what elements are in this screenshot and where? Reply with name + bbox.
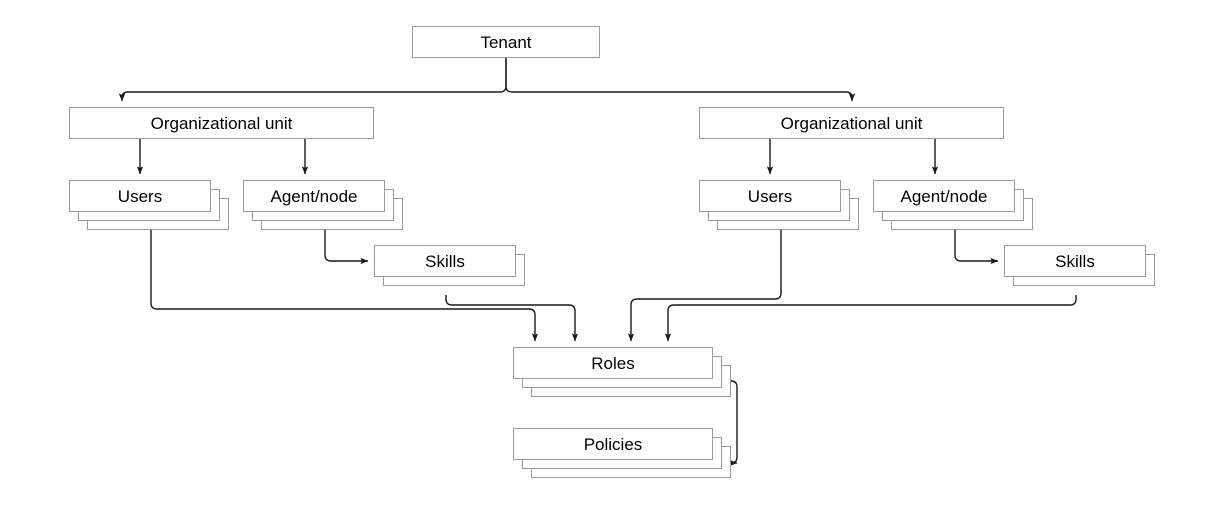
node-users-right-sheet-front: [699, 180, 841, 212]
node-org-unit-right[interactable]: Organizational unit: [699, 107, 1022, 157]
edge-tenant-to-org-unit-right: [505, 58, 856, 102]
node-policies-label: Policies: [583, 434, 643, 454]
node-skills-left-label: Skills: [425, 251, 465, 271]
node-skills-left-sheet-front: [374, 245, 516, 277]
node-users-left[interactable]: Users: [69, 180, 247, 248]
node-skills-right-sheet-front: [1004, 245, 1146, 277]
node-policies-sheet-front: [513, 428, 713, 460]
node-agent-node-right[interactable]: Agent/node: [873, 180, 1051, 248]
node-skills-right[interactable]: Skills: [1004, 245, 1173, 304]
edge-agent-node-right-to-skills-right: [954, 230, 999, 265]
edge-users-left-to-roles: [150, 230, 539, 342]
node-skills-right-label: Skills: [1055, 251, 1095, 271]
node-users-right[interactable]: Users: [699, 180, 877, 248]
node-tenant-label: Tenant: [480, 32, 532, 52]
node-org-unit-left[interactable]: Organizational unit: [69, 107, 392, 157]
edge-skills-right-to-roles: [664, 295, 1077, 342]
edge-agent-node-left-to-skills-left: [324, 230, 369, 265]
node-org-unit-left-sheet-front: [69, 107, 374, 139]
node-policies[interactable]: Policies: [513, 428, 749, 496]
node-agent-node-left[interactable]: Agent/node: [243, 180, 421, 248]
node-roles-label: Roles: [591, 353, 635, 373]
node-agent-node-left-label: Agent/node: [270, 186, 358, 206]
node-agent-node-right-label: Agent/node: [900, 186, 988, 206]
node-org-unit-left-label: Organizational unit: [150, 113, 293, 133]
edge-users-right-to-roles: [627, 230, 782, 342]
node-tenant[interactable]: Tenant: [412, 26, 618, 76]
node-users-left-label: Users: [117, 186, 163, 206]
edge-skills-left-to-roles: [445, 295, 579, 342]
node-agent-node-left-sheet-front: [243, 180, 385, 212]
node-org-unit-right-label: Organizational unit: [780, 113, 923, 133]
node-roles-sheet-front: [513, 347, 713, 379]
edge-roles-to-policies: [729, 380, 738, 467]
node-skills-left[interactable]: Skills: [374, 245, 543, 304]
node-users-left-sheet-front: [69, 180, 211, 212]
node-org-unit-right-sheet-front: [699, 107, 1004, 139]
node-agent-node-right-sheet-front: [873, 180, 1015, 212]
node-roles[interactable]: Roles: [513, 347, 749, 415]
node-users-right-label: Users: [747, 186, 793, 206]
node-tenant-sheet-front: [412, 26, 600, 58]
